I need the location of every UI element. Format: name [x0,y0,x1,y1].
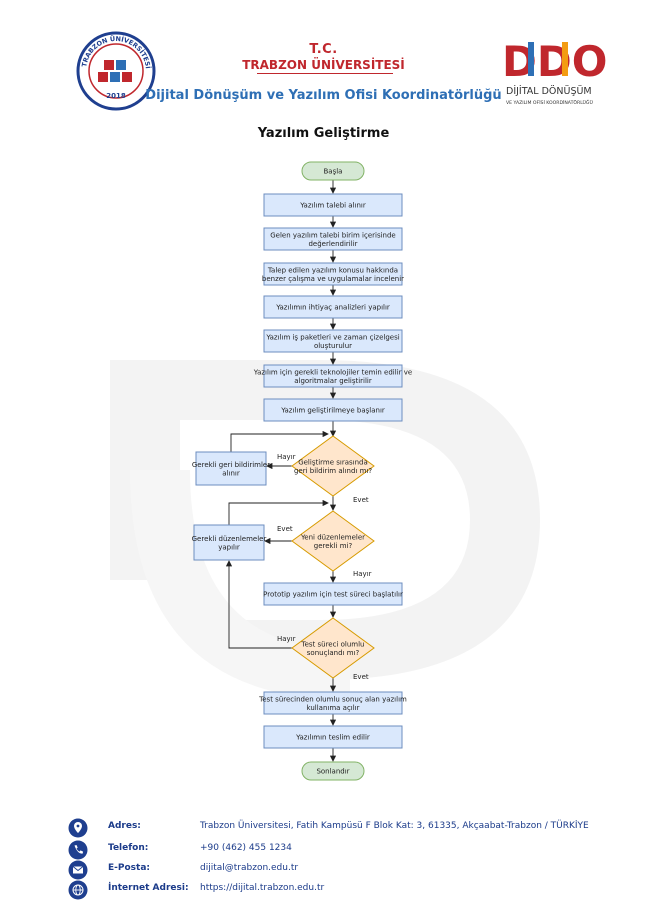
logo-year: 2018 [106,92,126,100]
process-step [263,193,403,217]
contact-label: Adres: [108,821,141,831]
process-step [263,329,403,353]
release-step [263,691,403,715]
process-step-text: değerlendirilir [308,240,357,248]
deliver-step-text: Yazılımın teslim edilir [295,734,370,742]
process-step-text: Yazılım için gerekli teknolojiler temin … [253,368,412,376]
feedback-step [195,451,267,486]
process-step [263,262,403,286]
feedback-step-text: Gerekli geri bildirimler [192,461,270,469]
label-no: Hayır [277,453,296,461]
logo-mark: DDO [502,37,607,86]
process-step [263,295,403,319]
decision-feedback [291,435,375,497]
process-step-text: oluşturulur [314,342,352,350]
end-node-text: Sonlandır [316,768,349,776]
decision-changes-text: gerekli mi? [314,542,353,550]
decision-feedback-text: geri bildirim alındı mı? [294,467,372,475]
logo-line2: VE YAZILIM OFİSİ KOORDİNATÖRLÜĞÜ [506,99,593,106]
process-step-text: Talep edilen yazılım konusu hakkında [267,266,398,274]
label-yes: Evet [353,496,369,504]
decision-test-text: Test süreci olumlu [300,640,364,648]
process-step-text: Gelen yazılım talebi birim içerisinde [270,231,395,239]
logo-line1: DİJİTAL DÖNÜŞÜM [506,86,592,97]
process-step [263,398,403,422]
process-step [263,227,403,251]
process-step-text: benzer çalışma ve uygulamalar incelenir [262,275,404,283]
process-step [263,364,403,388]
contact-row: Telefon: +90 (462) 455 1234 [66,840,626,860]
deliver-step [263,725,403,749]
label-no: Hayır [353,570,372,578]
header-university: TRABZON ÜNİVERSİTESİ [242,58,405,72]
process-step-text: algoritmalar geliştirilir [294,377,372,385]
label-yes: Evet [353,673,369,681]
process-step-text: Yazılım geliştirilmeye başlanır [280,407,385,415]
globe-icon [68,880,88,900]
changes-step-text: Gerekli düzenlemeler [192,535,267,543]
flow-arrow-loop [228,499,329,525]
university-logo: TRABZON ÜNİVERSİTESİ 2018 [70,30,162,112]
header-office: Dijital Dönüşüm ve Yazılım Ofisi Koordin… [145,88,502,103]
contact-value[interactable]: dijital@trabzon.edu.tr [200,863,299,873]
flow-arrow-loop [230,430,329,452]
decision-feedback-text: Geliştirme sırasında [298,458,368,466]
changes-step [193,524,265,561]
test-step-text: Prototip yazılım için test süreci başlat… [263,591,403,599]
phone-icon [68,840,88,860]
feedback-step-text: alınır [222,469,240,477]
start-node-text: Başla [324,168,343,176]
contact-value[interactable]: https://dijital.trabzon.edu.tr [200,883,325,893]
decision-changes [291,510,375,572]
label-no: Hayır [277,635,296,643]
contact-row: Adres: Trabzon Üniversitesi, Fatih Kampüs… [66,818,626,838]
start-node [301,161,365,181]
decision-test [291,617,375,679]
label-yes: Evet [277,525,293,533]
release-step-text: Test sürecinden olumlu sonuç alan yazılı… [258,695,407,703]
flow-arrow-loop [225,560,292,649]
page-title: Yazılım Geliştirme [257,126,390,141]
decision-test-text: sonuçlandı mı? [307,649,360,657]
contact-value: +90 (462) 455 1234 [200,843,292,853]
decision-changes-text: Yeni düzenlemeler [300,533,365,541]
header-divider [257,73,393,74]
process-step-text: Yazılım talebi alınır [299,202,366,210]
release-step-text: kullanıma açılır [306,704,359,712]
test-step [263,582,403,606]
changes-step-text: yapılır [218,543,240,551]
process-step-text: Yazılım iş paketleri ve zaman çizelgesi [265,333,399,341]
contact-label: İnternet Adresi: [108,883,189,893]
contact-value: Trabzon Üniversitesi, Fatih Kampüsü F Bl… [200,821,589,831]
contact-row: İnternet Adresi: https://dijital.trabzon.… [66,880,626,900]
email-icon [68,860,88,880]
contact-row: E-Posta: dijital@trabzon.edu.tr [66,860,626,880]
location-icon [68,818,88,838]
contact-label: E-Posta: [108,863,150,873]
ddo-logo: DDO DİJİTAL DÖNÜŞÜM VE YAZILIM OFİSİ KOO… [498,32,608,110]
end-node [301,761,365,781]
header-tc: T.C. [309,42,338,57]
watermark-logo [110,360,540,700]
contact-label: Telefon: [108,843,149,853]
process-step-text: Yazılımın ihtiyaç analizleri yapılır [275,304,390,312]
